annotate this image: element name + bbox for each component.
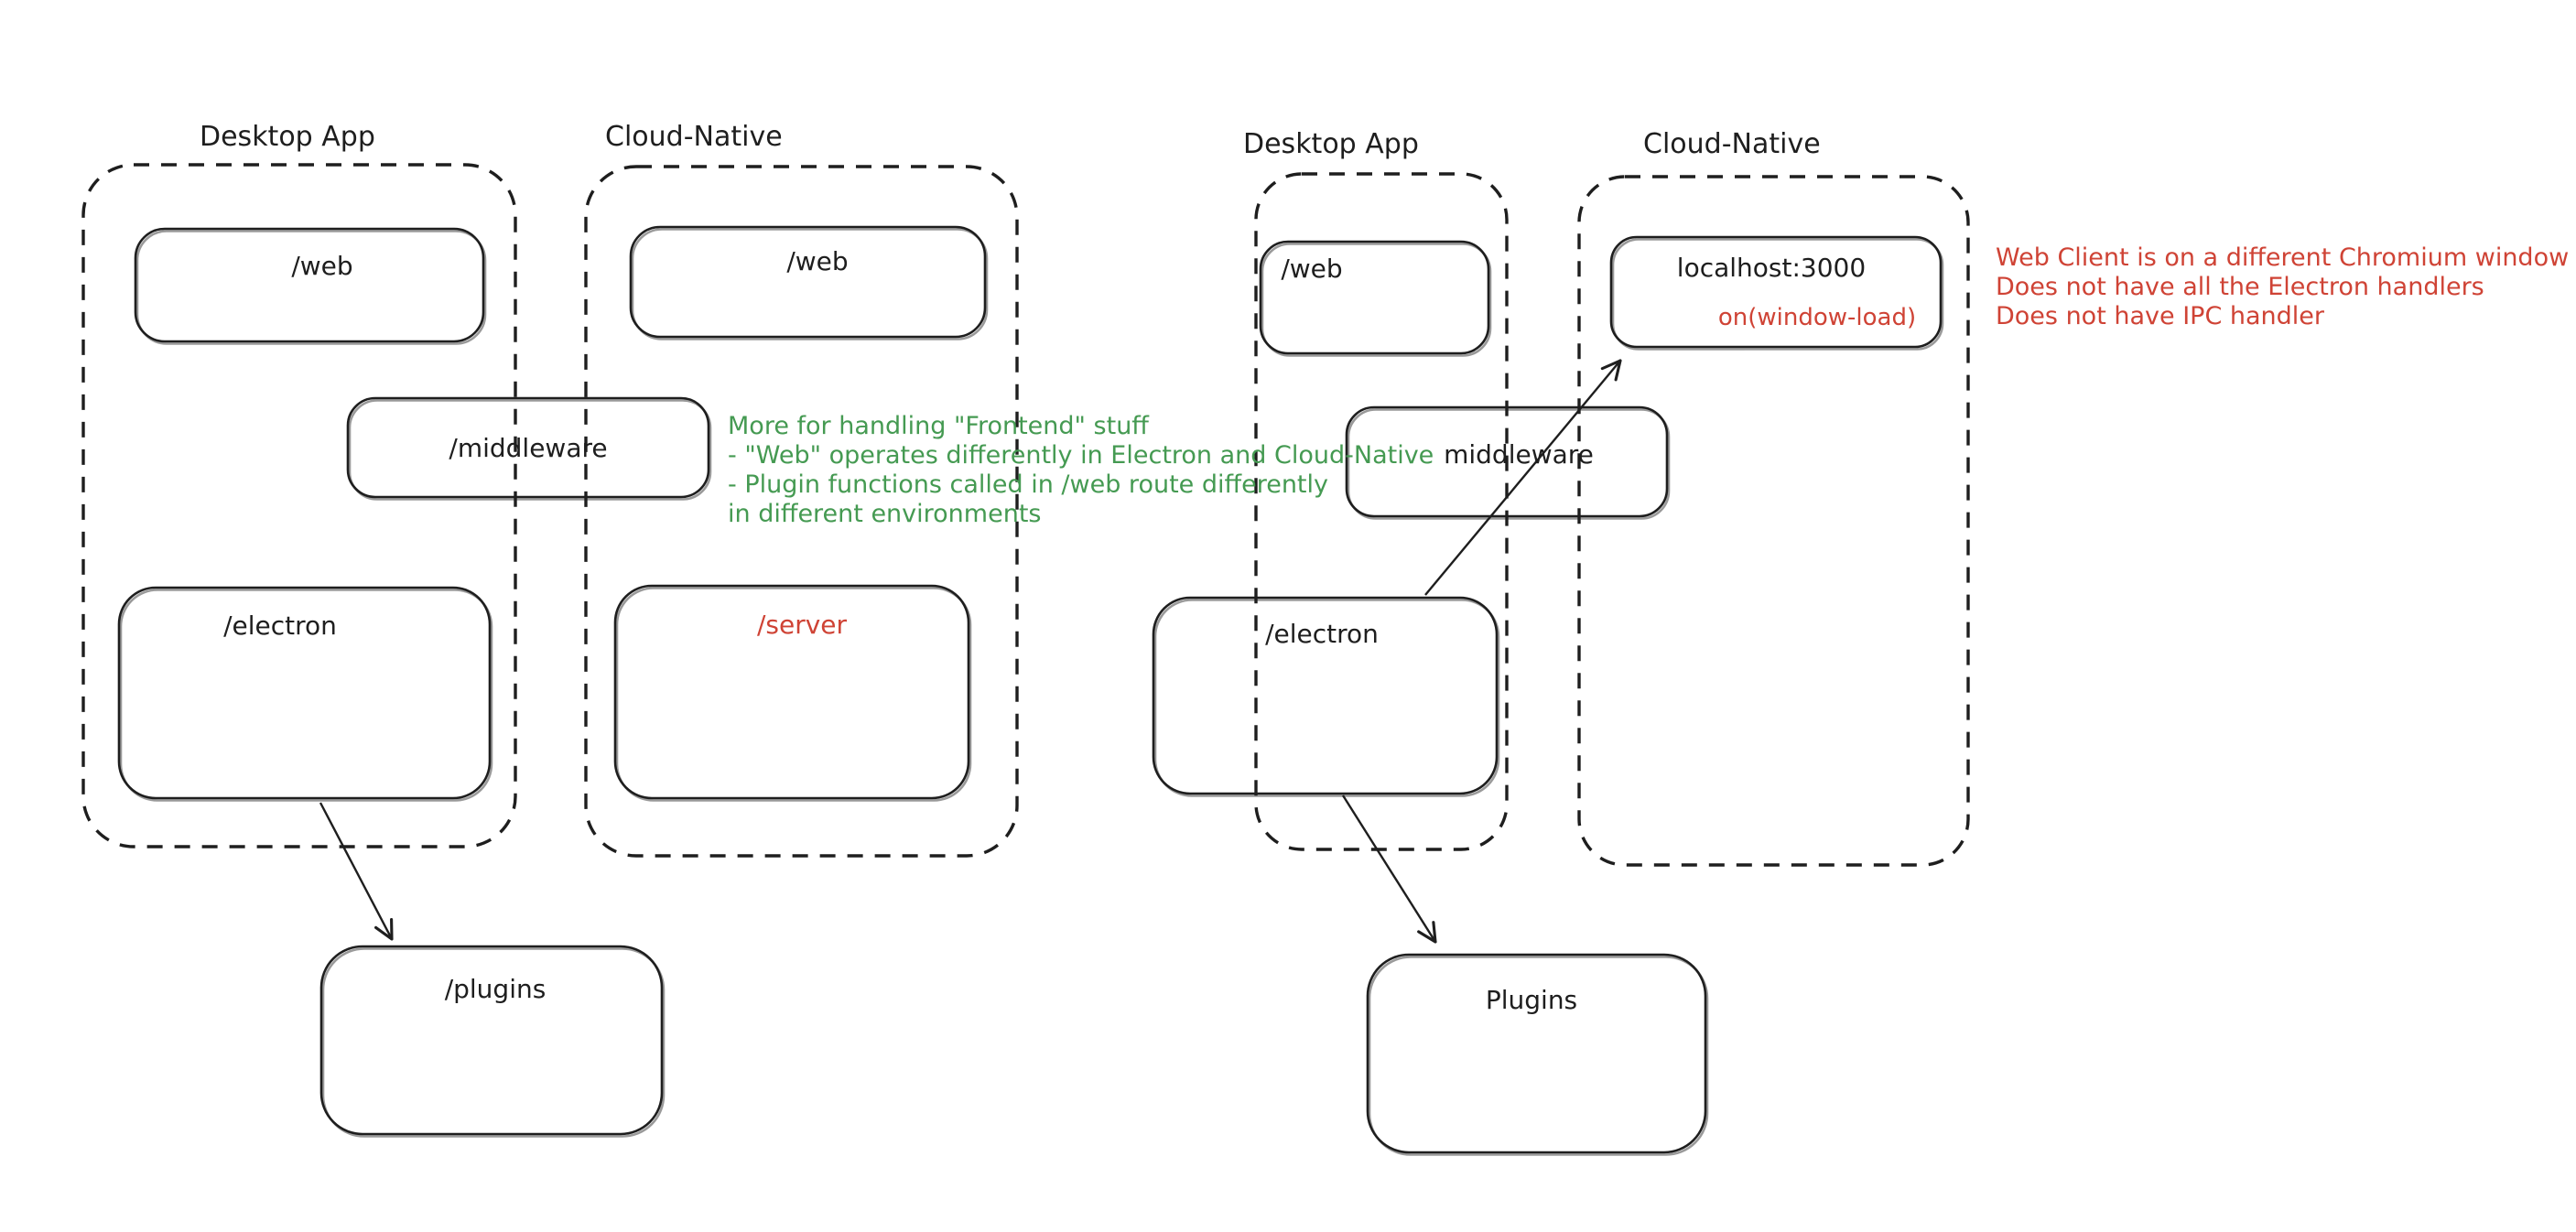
green-note-line[interactable]: in different environments	[728, 500, 1042, 528]
right-window-load-label[interactable]: on(window-load)	[1717, 304, 1917, 331]
right-web-label[interactable]: /web	[1281, 254, 1343, 284]
left-electron-box[interactable]	[117, 586, 492, 800]
left-plugins-label[interactable]: /plugins	[444, 974, 547, 1004]
right-localhost-box[interactable]	[1609, 235, 1943, 349]
right-web-box[interactable]	[1259, 240, 1490, 355]
left-electron-label[interactable]: /electron	[223, 611, 337, 641]
left-server-box[interactable]	[613, 584, 970, 800]
right-plugins-box[interactable]	[1366, 953, 1707, 1154]
right-middleware-box[interactable]	[1345, 405, 1669, 518]
right-desktop-app-title[interactable]: Desktop App	[1243, 128, 1419, 160]
right-localhost-label[interactable]: localhost:3000	[1676, 253, 1867, 283]
right-plugins-label[interactable]: Plugins	[1485, 985, 1578, 1015]
left-plugins-box[interactable]	[319, 945, 664, 1136]
right-cloud-native-title[interactable]: Cloud-Native	[1643, 128, 1821, 160]
sketch-overstroke	[119, 228, 1944, 1156]
left-desktop-app-title[interactable]: Desktop App	[200, 121, 375, 153]
left-web-desktop-box[interactable]	[134, 227, 485, 343]
right-electron-label[interactable]: /electron	[1265, 619, 1379, 649]
arrow-right-electron-to-plugins[interactable]	[1341, 794, 1437, 944]
left-web-cloud-label[interactable]: /web	[786, 246, 849, 276]
right-desktop-app-container[interactable]	[1254, 172, 1509, 851]
red-note-line[interactable]: Does not have all the Electron handlers	[1996, 273, 2484, 301]
arrow-right-electron-to-localhost[interactable]	[1424, 359, 1622, 596]
green-note-line[interactable]: More for handling "Frontend" stuff	[728, 412, 1149, 440]
left-cloud-native-title[interactable]: Cloud-Native	[605, 121, 783, 153]
left-web-desktop-label[interactable]: /web	[291, 251, 353, 281]
right-electron-box[interactable]	[1152, 596, 1499, 795]
arrow-left-electron-to-plugins[interactable]	[319, 802, 394, 941]
green-note-line[interactable]: - "Web" operates differently in Electron…	[728, 441, 1434, 470]
left-web-cloud-box[interactable]	[629, 225, 987, 339]
left-middleware-box[interactable]	[346, 396, 710, 499]
left-desktop-app-container[interactable]	[81, 163, 517, 848]
left-cloud-native-container[interactable]	[584, 165, 1019, 858]
red-note-line[interactable]: Does not have IPC handler	[1996, 302, 2325, 330]
left-middleware-label[interactable]: /middleware	[449, 433, 608, 463]
left-server-label[interactable]: /server	[756, 610, 848, 640]
green-note-line[interactable]: - Plugin functions called in /web route …	[728, 470, 1329, 499]
red-note-line[interactable]: Web Client is on a different Chromium wi…	[1996, 243, 2570, 272]
right-middleware-label[interactable]: middleware	[1444, 439, 1594, 470]
right-cloud-native-container[interactable]	[1577, 175, 1970, 867]
